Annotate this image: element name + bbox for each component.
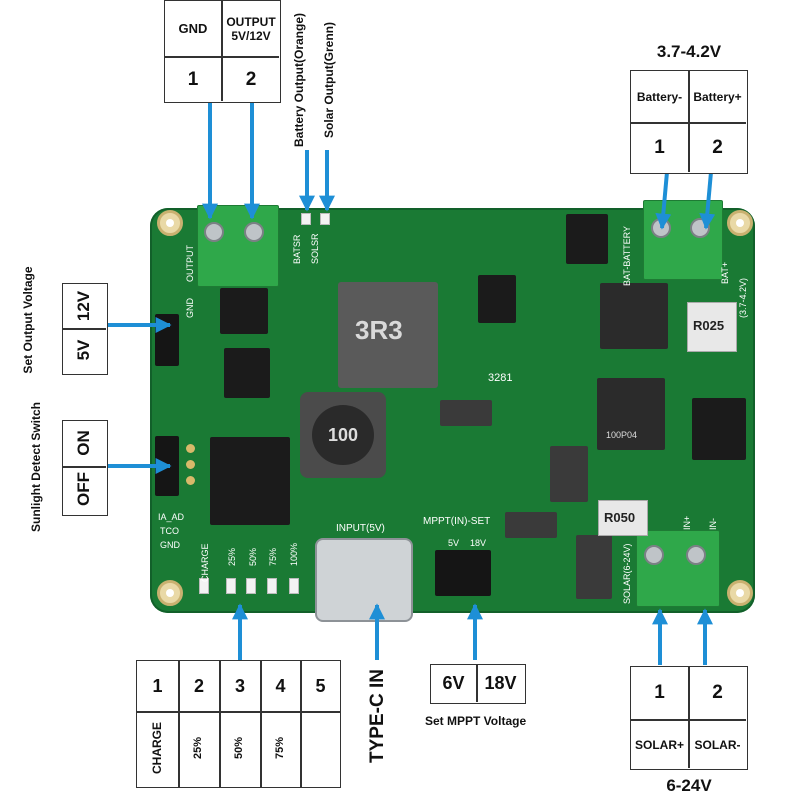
output-number-1: 1 xyxy=(187,68,199,90)
ic-battery xyxy=(566,214,608,264)
output-voltage-12v: 12V xyxy=(74,290,93,322)
solar-terminal-table: 1 2 SOLAR+ SOLAR- xyxy=(630,666,748,770)
output-header-gnd: GND xyxy=(178,21,208,36)
output-voltage-caption: Set Output Voltage xyxy=(21,266,35,374)
output-voltage-table: 12V 5V xyxy=(62,283,108,375)
output-header-output: OUTPUT 5V/12V xyxy=(226,14,276,43)
mppt-6v: 6V xyxy=(442,673,465,693)
pad-tco xyxy=(186,460,195,469)
battery-terminal-table: Battery- Battery+ 1 2 xyxy=(630,70,748,174)
inductor-small-label: 100 xyxy=(328,425,359,445)
charge-label-25: 25% xyxy=(192,736,204,760)
charge-number-2: 2 xyxy=(193,675,204,696)
silk-18v: 18V xyxy=(470,538,487,548)
charge-number-3: 3 xyxy=(234,675,245,696)
solar-number-2: 2 xyxy=(712,682,723,703)
battery-header-plus: Battery+ xyxy=(693,89,742,104)
resistor-r025 xyxy=(687,302,737,352)
ic-right xyxy=(692,398,746,460)
diode-bottom xyxy=(576,535,612,599)
mount-hole-bottom-left xyxy=(157,580,183,606)
mppt-18v: 18V xyxy=(484,673,517,693)
board-code: 3281 xyxy=(488,372,513,384)
pad-gnd xyxy=(186,476,195,485)
mount-hole-top-left xyxy=(157,210,183,236)
sunlight-on: ON xyxy=(74,430,93,456)
silk-input: INPUT(5V) xyxy=(336,523,385,534)
solar-header-minus: SOLAR- xyxy=(694,737,741,752)
mount-hole-top-right xyxy=(727,210,753,236)
typec-label: TYPE-C IN xyxy=(367,669,388,763)
solar-screw-1 xyxy=(644,545,664,565)
sunlight-caption: Sunlight Detect Switch xyxy=(29,402,43,533)
ic-mid xyxy=(478,275,516,323)
inductor-large-label: 3R3 xyxy=(355,315,403,345)
output-screw-1 xyxy=(204,222,224,242)
ic-tssop xyxy=(210,437,290,525)
battery-number-2: 2 xyxy=(712,137,723,158)
battery-voltage: 3.7-4.2V xyxy=(656,42,722,61)
arrow-battery-plus xyxy=(699,171,716,230)
diode-center xyxy=(440,400,492,426)
output-voltage-5v: 5V xyxy=(74,339,93,361)
mppt-caption: Set MPPT Voltage xyxy=(425,714,527,728)
solar-led-caption: Solar Output(Grenn) xyxy=(322,22,336,138)
led-100 xyxy=(289,578,299,594)
silk-tco: TCO xyxy=(160,526,179,536)
battery-led-caption: Battery Output(Orange) xyxy=(292,13,306,148)
charge-number-4: 4 xyxy=(275,675,286,696)
mppt-table: 6V 18V xyxy=(430,664,526,704)
usb-c-port xyxy=(315,538,413,622)
solar-terminal xyxy=(636,530,720,607)
charge-level-table: 1 2 3 4 5 CHARGE 25% 50% 75% xyxy=(136,660,341,788)
diode-right xyxy=(550,446,588,502)
silk-mppt-set: MPPT(IN)-SET xyxy=(423,516,491,527)
jumper-mppt[interactable] xyxy=(435,550,491,596)
led-battery xyxy=(301,213,311,225)
solar-number-1: 1 xyxy=(654,682,665,703)
led-charge xyxy=(199,578,209,594)
arrow-battery-minus xyxy=(655,171,672,230)
solar-screw-2 xyxy=(686,545,706,565)
ic-output-top xyxy=(220,288,268,334)
resistor-r050-label: R050 xyxy=(604,510,636,525)
solar-voltage: 6-24V xyxy=(666,776,712,795)
output-number-2: 2 xyxy=(245,68,257,90)
led-25 xyxy=(226,578,236,594)
output-screw-2 xyxy=(244,222,264,242)
mount-hole-bottom-right xyxy=(727,580,753,606)
silk-ia-ad: IA_AD xyxy=(158,512,185,522)
solar-header-plus: SOLAR+ xyxy=(634,737,684,752)
mosfet-top-right xyxy=(600,283,668,349)
led-50 xyxy=(246,578,256,594)
led-solar xyxy=(320,213,330,225)
resistor-r050 xyxy=(598,500,648,536)
inductor-large xyxy=(338,282,438,388)
ic-output-bottom xyxy=(224,348,270,398)
inductor-small-coil xyxy=(312,405,374,465)
led-75 xyxy=(267,578,277,594)
sunlight-off: OFF xyxy=(74,472,93,506)
battery-number-1: 1 xyxy=(654,137,665,158)
charge-label-100 xyxy=(314,720,328,776)
silk-gnd: GND xyxy=(160,540,180,550)
resistor-r025-label: R025 xyxy=(693,318,725,333)
diode-mppt xyxy=(505,512,557,538)
charge-label-50: 50% xyxy=(233,736,245,760)
charge-number-1: 1 xyxy=(152,675,163,696)
charge-label-charge: CHARGE xyxy=(150,722,164,775)
charge-number-5: 5 xyxy=(315,675,326,696)
battery-header-minus: Battery- xyxy=(636,89,683,104)
sunlight-table: ON OFF xyxy=(62,420,108,516)
mosfet-mid-right xyxy=(597,378,665,450)
mosfet-label: 100P04 xyxy=(606,430,638,440)
charge-label-75: 75% xyxy=(274,736,286,760)
output-terminal-table: GND OUTPUT 5V/12V 1 2 xyxy=(164,0,281,103)
pad-ia-ad xyxy=(186,444,195,453)
silk-6v: 5V xyxy=(448,538,460,548)
